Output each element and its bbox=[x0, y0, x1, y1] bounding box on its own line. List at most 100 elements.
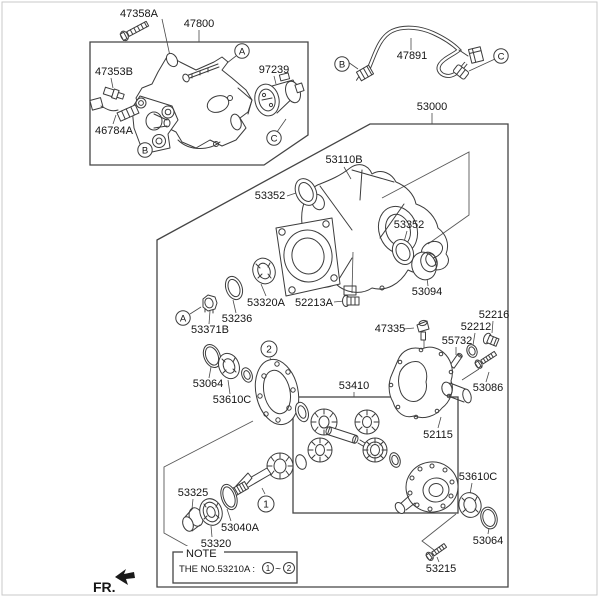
label-note-tilde: ~ bbox=[275, 564, 281, 575]
harness-46784A-art bbox=[89, 97, 140, 122]
label-53094: 53094 bbox=[412, 286, 443, 298]
label-53320A: 53320A bbox=[247, 297, 286, 309]
bearing-53320-art bbox=[199, 498, 223, 526]
num-1-pinion-circle bbox=[257, 495, 275, 513]
num-2-ring-gear: 2 bbox=[260, 340, 278, 358]
callout-C-coupling-letter: C bbox=[271, 133, 278, 144]
ring-gear-art bbox=[254, 358, 300, 426]
label-53610C-right: 53610C bbox=[459, 471, 498, 483]
leader-callout-A-coupling bbox=[226, 55, 237, 64]
callout-C-harness: C bbox=[493, 48, 509, 64]
label-47353B: 47353B bbox=[95, 66, 133, 78]
spacer-53236-art bbox=[224, 275, 244, 301]
num-1-pinion: 1 bbox=[257, 495, 275, 513]
num-1-note-digit: 1 bbox=[266, 564, 271, 573]
main-assembly-box-53000 bbox=[156, 123, 509, 588]
callout-B-harness: B bbox=[334, 56, 350, 72]
callout-C-coupling-circle bbox=[266, 130, 282, 146]
label-53410: 53410 bbox=[339, 380, 370, 392]
label-53064-right: 53064 bbox=[473, 535, 504, 547]
snapring-53064-left-art bbox=[202, 343, 222, 369]
label-53236: 53236 bbox=[222, 313, 253, 325]
pinion-group-mark bbox=[163, 420, 254, 553]
note-text: THE NO.53210A : bbox=[179, 564, 255, 575]
motor-97239-art bbox=[254, 72, 305, 117]
leader-47335 bbox=[403, 327, 415, 330]
label-53086: 53086 bbox=[473, 382, 504, 394]
num-2-note: 2 bbox=[283, 562, 295, 574]
num-2-note-circle bbox=[283, 562, 295, 574]
label-53610C-left: 53610C bbox=[213, 394, 252, 406]
label-97239: 97239 bbox=[259, 64, 290, 76]
bearing-53610C-left-art bbox=[218, 352, 240, 380]
bolt-53086-art bbox=[474, 350, 498, 369]
leader-53371B bbox=[208, 310, 211, 325]
coupling-housing-art bbox=[131, 52, 253, 153]
part-number-labels: 47358A 47800 47353B 97239 46784A 47891 53000 53… bbox=[95, 8, 509, 575]
oring-52212-art bbox=[466, 344, 478, 358]
callout-B-harness-circle bbox=[334, 56, 350, 72]
callout-B-coupling-letter: B bbox=[142, 145, 148, 156]
snapring-53064-right-art bbox=[480, 506, 498, 530]
note-title-gap bbox=[183, 546, 224, 558]
fr-indicator: FR. bbox=[93, 569, 135, 595]
label-47800: 47800 bbox=[184, 18, 215, 30]
num-1-note: 1 bbox=[262, 562, 274, 574]
plug-52213A-art bbox=[342, 295, 360, 307]
leader-52115 bbox=[437, 416, 442, 429]
label-53352-left: 53352 bbox=[255, 190, 286, 202]
plug-52216-art bbox=[482, 332, 500, 347]
cover-52115-art bbox=[388, 346, 472, 420]
leader-callout-B-harness bbox=[347, 61, 359, 70]
label-52115: 52115 bbox=[423, 429, 453, 441]
seal-53352-left-art bbox=[294, 178, 318, 206]
leader-callout-C-coupling bbox=[276, 118, 287, 133]
diffcase-to-bolt-mark bbox=[421, 513, 457, 551]
callout-B-harness-letter: B bbox=[339, 59, 345, 70]
connector-c-art bbox=[467, 46, 485, 64]
leader-53215 bbox=[436, 556, 440, 563]
coupling-sub-box bbox=[89, 41, 309, 166]
partline-53086 bbox=[461, 368, 480, 381]
diff-gear-kit-art bbox=[295, 401, 401, 470]
fr-arrow-icon bbox=[115, 569, 135, 585]
cover-53094-art bbox=[411, 251, 438, 281]
label-46784A: 46784A bbox=[95, 125, 134, 137]
leader-46784A bbox=[112, 114, 117, 125]
num-2-note-digit: 2 bbox=[287, 564, 292, 573]
label-47335: 47335 bbox=[375, 323, 406, 335]
leader-53064-left bbox=[208, 366, 212, 379]
leader-52216 bbox=[491, 320, 494, 334]
differential-kit-box-53410 bbox=[292, 396, 459, 514]
label-47358A: 47358A bbox=[120, 8, 159, 20]
harness-47891-art bbox=[355, 25, 485, 82]
sensor-47353B-art bbox=[102, 86, 125, 100]
label-53040A: 53040A bbox=[221, 522, 260, 534]
label-47891: 47891 bbox=[397, 50, 428, 62]
label-53000: 53000 bbox=[417, 101, 448, 113]
group-leader-lines bbox=[110, 18, 496, 563]
bolt-53215-art bbox=[425, 543, 448, 561]
leader-callout-C-harness bbox=[468, 58, 496, 72]
connector-b-art bbox=[355, 64, 375, 82]
leader-53320 bbox=[210, 525, 213, 538]
callout-B-coupling: B bbox=[137, 142, 153, 158]
bolt-47358A-art bbox=[119, 20, 150, 42]
leader-52212 bbox=[472, 332, 476, 346]
leader-53320A bbox=[260, 283, 267, 297]
label-53352-right: 53352 bbox=[394, 219, 425, 231]
connector-mid-art bbox=[453, 64, 469, 80]
callout-C-coupling: C bbox=[266, 130, 282, 146]
label-53371B: 53371B bbox=[191, 324, 229, 336]
leader-47353B bbox=[110, 77, 114, 89]
num-1-pinion-digit: 1 bbox=[263, 500, 269, 511]
num-2-ring-gear-circle bbox=[260, 340, 278, 358]
seal-53352-right-art bbox=[391, 238, 415, 266]
group-boxes bbox=[89, 41, 509, 588]
nut-53371B-art bbox=[202, 294, 218, 314]
leader-97239 bbox=[273, 75, 277, 85]
leader-num-1 bbox=[261, 487, 266, 495]
